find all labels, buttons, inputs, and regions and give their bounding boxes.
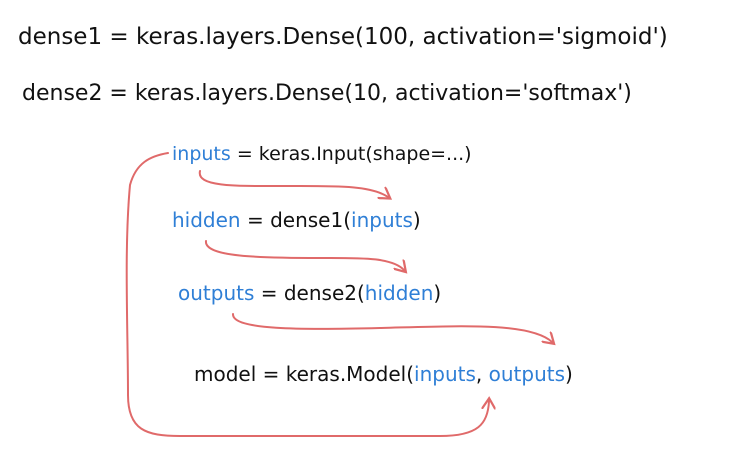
model-arg-inputs: inputs <box>414 362 476 386</box>
inputs-var: inputs <box>172 143 231 165</box>
outputs-mid: = dense2( <box>254 281 364 305</box>
outputs-end: ) <box>433 281 441 305</box>
hidden-line: hidden = dense1(inputs) <box>172 208 421 232</box>
arrow-inputs-loop-to-model <box>125 152 489 438</box>
model-arg-outputs: outputs <box>489 362 565 386</box>
outputs-line: outputs = dense2(hidden) <box>178 281 441 305</box>
model-end: ) <box>565 362 573 386</box>
inputs-rest: = keras.Input(shape=...) <box>231 143 472 165</box>
arrow-inputs-to-hidden-arg <box>198 170 388 197</box>
model-line: model = keras.Model(inputs, outputs) <box>194 362 573 386</box>
outputs-var: outputs <box>178 281 254 305</box>
arrow-outputs-to-model-arg <box>231 313 552 342</box>
hidden-arg: inputs <box>351 208 413 232</box>
hidden-end: ) <box>413 208 421 232</box>
model-sep: , <box>476 362 489 386</box>
hidden-mid: = dense1( <box>241 208 351 232</box>
inputs-line: inputs = keras.Input(shape=...) <box>172 143 472 165</box>
model-start: model = keras.Model( <box>194 362 414 386</box>
hidden-var: hidden <box>172 208 241 232</box>
arrow-hidden-to-outputs-arg <box>205 240 404 270</box>
outputs-arg: hidden <box>365 281 434 305</box>
dense1-definition: dense1 = keras.layers.Dense(100, activat… <box>18 24 668 50</box>
dense2-definition: dense2 = keras.layers.Dense(10, activati… <box>22 81 632 106</box>
